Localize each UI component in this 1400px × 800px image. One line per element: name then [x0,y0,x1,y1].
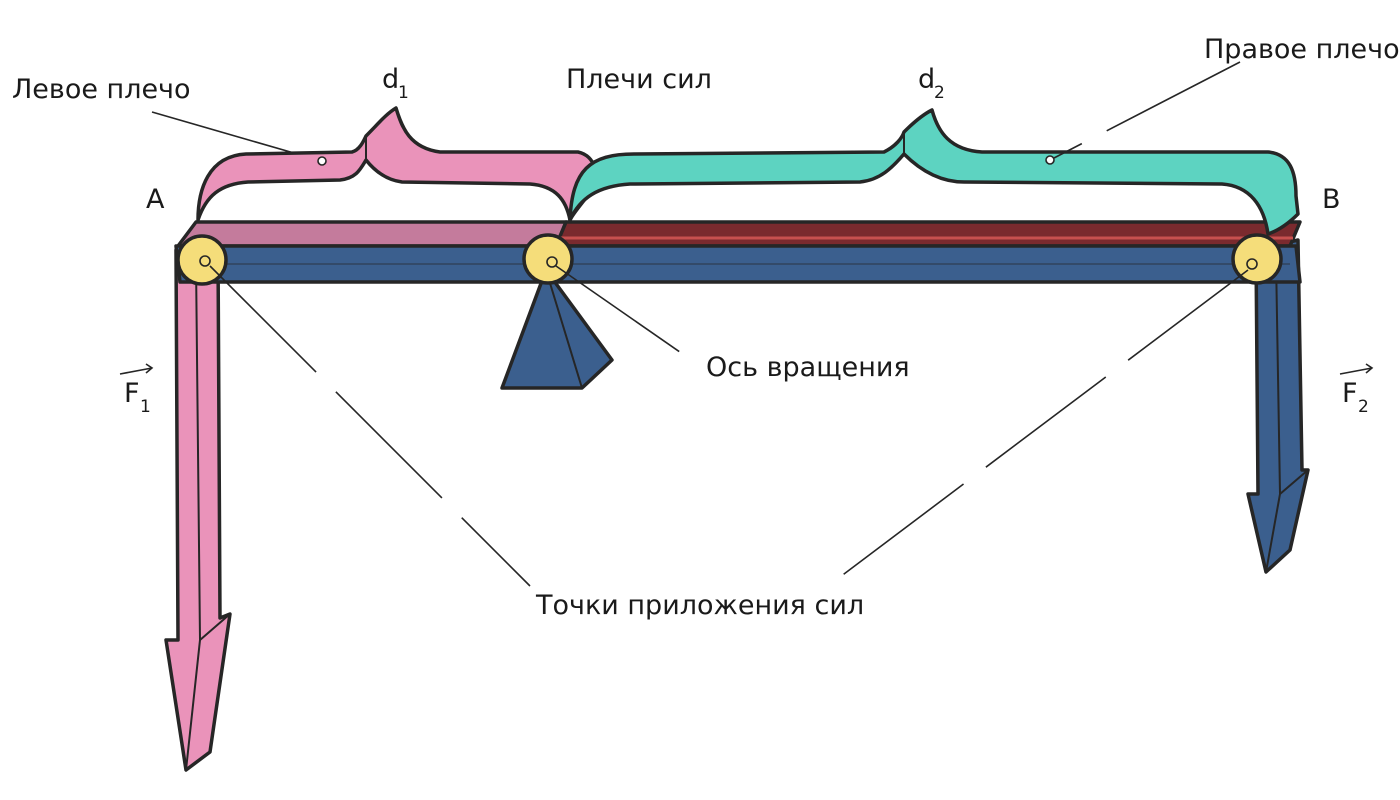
leader-lines [151,61,1249,587]
leader-point-a [209,265,531,587]
f2-sub: 2 [1358,397,1369,417]
d2-sub: 2 [934,83,945,103]
leader-axis [555,265,701,367]
f1-sub: 1 [140,397,151,417]
pivot-axis [522,233,574,285]
leader-left-arm [151,111,319,161]
arms-label: Плечи сил [566,64,712,95]
pivot-point-a [176,234,228,286]
f1-main: F [124,378,140,409]
point-b-label: B [1322,184,1341,215]
leader-right-arm [1053,61,1241,159]
d2-symbol: d 2 [918,64,945,103]
lever-beam [174,220,1302,284]
f2-vector-arrow [1339,363,1374,375]
d1-main: d [382,64,399,95]
left-arm-label: Левое плечо [12,74,191,105]
force-arrow-f1 [164,248,232,772]
d2-main: d [918,64,935,95]
point-a-label: A [146,184,165,215]
pivot-point-b [1231,233,1283,285]
left-arm-ribbon [196,106,598,222]
d1-symbol: d 1 [382,64,409,103]
f1-vector-arrow [119,363,154,375]
application-points-label: Точки приложения сил [535,590,864,621]
support-fulcrum [500,268,614,390]
f2-main: F [1342,378,1358,409]
force-arrow-f2 [1246,238,1310,574]
d1-sub: 1 [398,83,409,103]
axis-label: Ось вращения [706,352,910,383]
f1-symbol: F 1 [119,363,154,417]
f2-symbol: F 2 [1339,363,1374,417]
leader-point-b [827,269,1249,587]
right-arm-label: Правое плечо [1204,34,1400,65]
right-arm-ribbon [568,108,1300,236]
